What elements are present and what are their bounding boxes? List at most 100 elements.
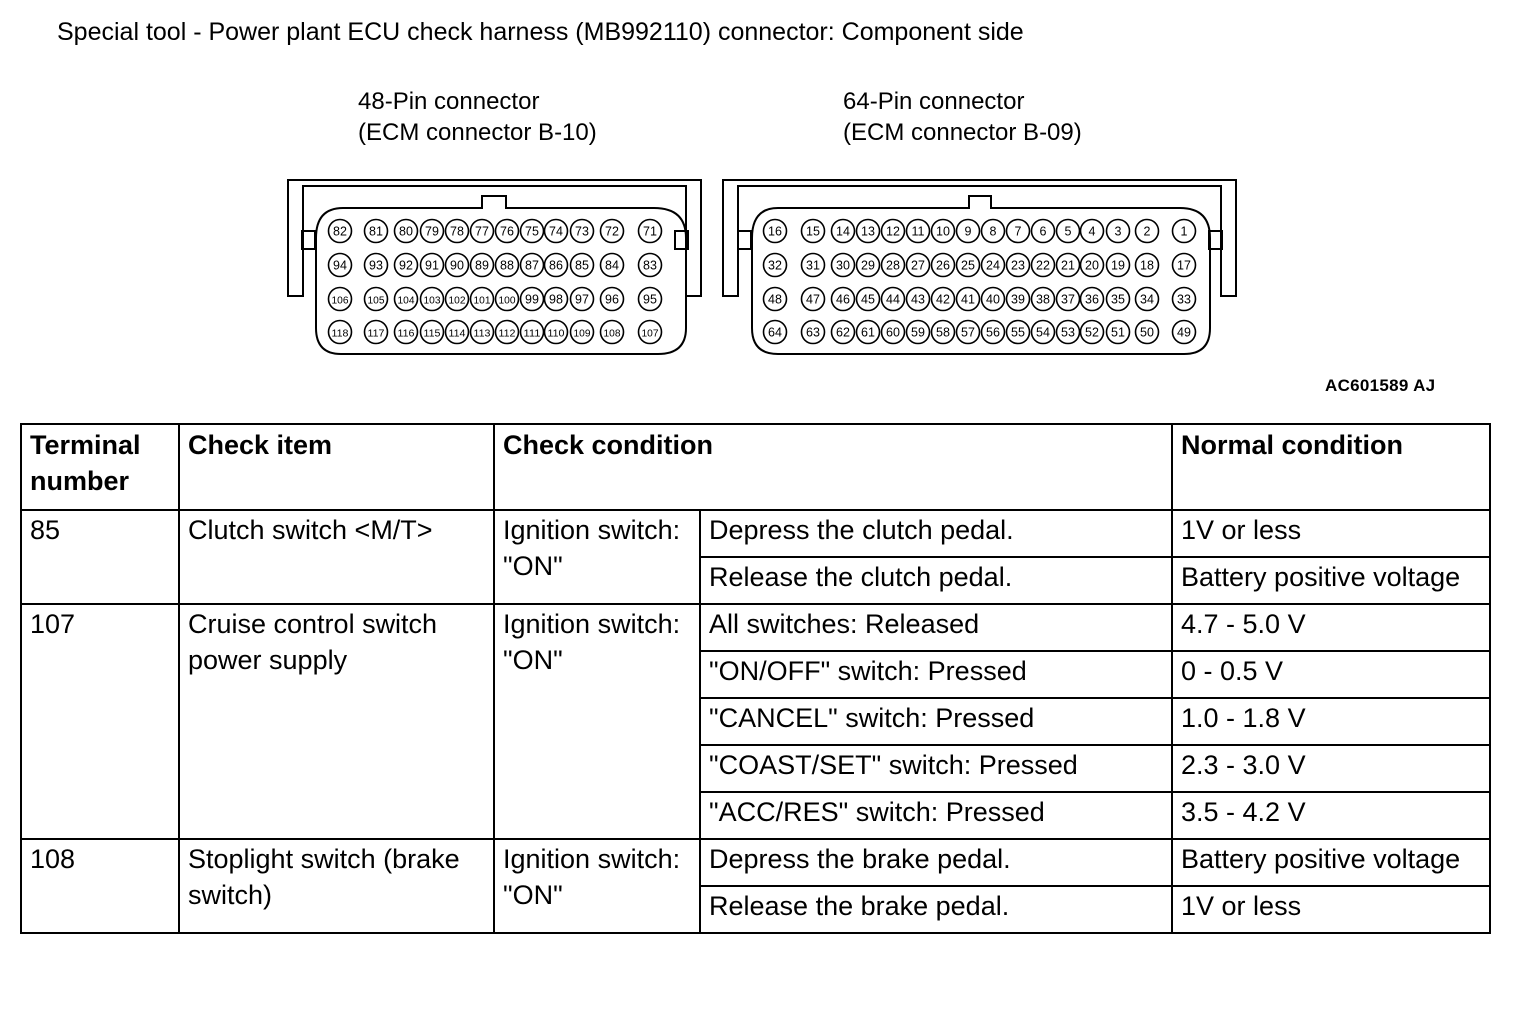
pin-64-circle <box>830 286 856 312</box>
pin-48-circle <box>637 286 663 312</box>
pin-48-number: 72 <box>605 225 619 239</box>
pin-64-number: 35 <box>1111 293 1125 307</box>
pin-64-number: 51 <box>1111 326 1125 340</box>
pin-48-circle <box>569 252 595 278</box>
pin-64-number: 27 <box>911 259 925 273</box>
pin-64-circle <box>1171 218 1197 244</box>
table-row: Release the brake pedal. 1V or less <box>21 885 1492 934</box>
header-check-condition: Check condition <box>492 423 1174 511</box>
header-terminal-number: Terminal number <box>20 423 180 511</box>
normal-condition-cell: 3.5 - 4.2 V <box>1171 791 1492 840</box>
pin-48-circle <box>444 286 470 312</box>
pin-64-circle <box>905 252 931 278</box>
pin-48-number: 109 <box>574 329 591 340</box>
pin-48-number: 76 <box>500 225 514 239</box>
pin-48-circle <box>393 252 419 278</box>
pin-64-circle <box>762 286 788 312</box>
pin-48-circle <box>363 319 389 345</box>
pin-64-circle <box>1079 218 1105 244</box>
pin-64-circle <box>980 286 1006 312</box>
terminal-cell: 85 <box>20 509 180 605</box>
pin-64-circle <box>1055 286 1081 312</box>
pin-64-circle <box>980 252 1006 278</box>
table-row: 108 Stoplight switch (brake switch) Igni… <box>20 838 1492 934</box>
connector-64-label-line2: (ECM connector B-09) <box>843 119 1082 146</box>
pin-48-number: 100 <box>499 296 516 307</box>
pin-64-circle <box>1005 218 1031 244</box>
pin-64-number: 48 <box>768 293 782 307</box>
pin-48-circle <box>419 252 445 278</box>
pin-64-circle <box>1134 286 1160 312</box>
check-item-cell: Cruise control switch power supply <box>178 603 495 840</box>
pin-64-circle <box>1134 319 1160 345</box>
pin-48-circle <box>599 286 625 312</box>
pin-48-circle <box>327 286 353 312</box>
pin-48-circle <box>327 319 353 345</box>
pin-48-number: 103 <box>424 296 441 307</box>
connector-64-label: 64-Pin connector (ECM connector B-09) <box>843 86 1082 148</box>
connector-64-label-line1: 64-Pin connector <box>843 88 1025 115</box>
pin-64-number: 5 <box>1065 225 1072 239</box>
pin-64-circle <box>800 286 826 312</box>
pin-48-number: 96 <box>605 293 619 307</box>
pin-48-number: 112 <box>499 329 516 340</box>
pin-48-circle <box>494 319 520 345</box>
table-row: "ON/OFF" switch: Pressed 0 - 0.5 V <box>21 650 1492 699</box>
pin-64-circle <box>880 286 906 312</box>
pin-48-circle <box>363 286 389 312</box>
pin-48-circle <box>569 319 595 345</box>
pin-64-circle <box>980 218 1006 244</box>
pin-48-circle <box>469 319 495 345</box>
pin-48-circle <box>599 319 625 345</box>
check-table: Terminal number Check item Check conditi… <box>20 423 1492 934</box>
pin-48-number: 108 <box>604 329 621 340</box>
pin-64-number: 14 <box>836 225 850 239</box>
pin-64-circle <box>980 319 1006 345</box>
pin-48-circle <box>599 252 625 278</box>
pin-64-number: 9 <box>965 225 972 239</box>
pin-64-number: 38 <box>1036 293 1050 307</box>
pin-48-circle <box>327 218 353 244</box>
pin-64-circle <box>880 218 906 244</box>
pin-48-circle <box>469 252 495 278</box>
pin-64-number: 40 <box>986 293 1000 307</box>
condition-cell: Ignition switch: "ON" <box>493 838 701 934</box>
pin-48-number: 114 <box>449 329 466 340</box>
pin-64-number: 62 <box>836 326 850 340</box>
pin-64-circle <box>830 218 856 244</box>
pin-48-number: 81 <box>369 225 383 239</box>
pin-64-circle <box>880 252 906 278</box>
pin-64-number: 64 <box>768 326 782 340</box>
sub-condition-cell: "ON/OFF" switch: Pressed <box>698 650 1174 699</box>
pin-64-circle <box>1055 319 1081 345</box>
pin-64-number: 26 <box>936 259 950 273</box>
table-row: "CANCEL" switch: Pressed 1.0 - 1.8 V <box>21 697 1492 746</box>
condition-cell: Ignition switch: "ON" <box>493 603 701 840</box>
pin-64-number: 3 <box>1115 225 1122 239</box>
pin-48-number: 101 <box>474 296 491 307</box>
pin-48-number: 83 <box>643 259 657 273</box>
pin-48-circle <box>637 319 663 345</box>
pin-48-number: 113 <box>474 329 491 340</box>
pin-64-number: 31 <box>806 259 820 273</box>
pin-64-number: 1 <box>1181 225 1188 239</box>
pin-64-number: 4 <box>1089 225 1096 239</box>
pin-48-circle <box>519 252 545 278</box>
pin-64-number: 6 <box>1040 225 1047 239</box>
pin-64-number: 53 <box>1061 326 1075 340</box>
pin-48-circle <box>637 218 663 244</box>
pin-64-number: 61 <box>861 326 875 340</box>
header-check-item: Check item <box>178 423 495 511</box>
pin-48-number: 116 <box>398 329 415 340</box>
pin-64-number: 2 <box>1144 225 1151 239</box>
pin-64-number: 59 <box>911 326 925 340</box>
pin-48-number: 71 <box>643 225 657 239</box>
pin-64-circle <box>955 286 981 312</box>
pin-48-number: 78 <box>450 225 464 239</box>
pin-48-number: 80 <box>399 225 413 239</box>
pin-48-number: 89 <box>475 259 489 273</box>
pin-48-circle <box>327 252 353 278</box>
pin-64-circle <box>905 319 931 345</box>
pin-48-number: 107 <box>642 329 659 340</box>
pin-48-number: 73 <box>575 225 589 239</box>
